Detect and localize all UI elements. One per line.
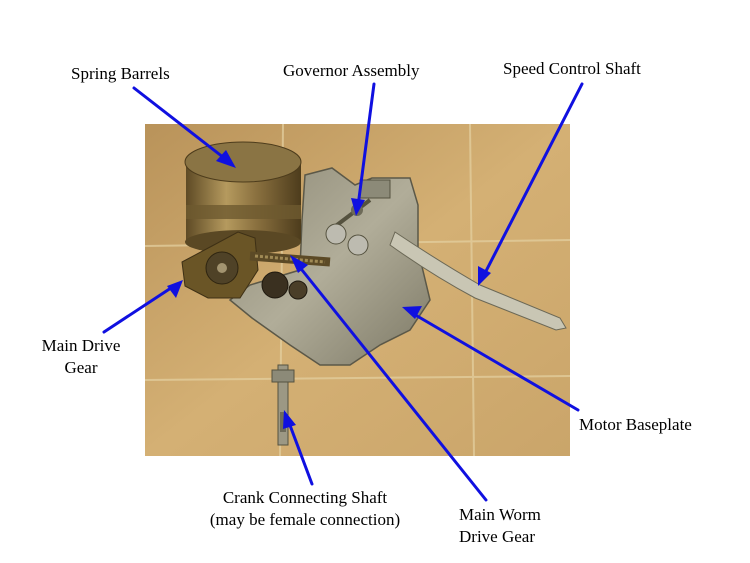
label-crank-shaft-line1: Crank Connecting Shaft — [222, 488, 388, 507]
main-drive-gear-shape — [181, 231, 259, 299]
label-spring-barrels: Spring Barrels — [71, 64, 170, 83]
label-speed-control-shaft: Speed Control Shaft — [503, 59, 641, 78]
arrow-main-worm-drive-gear — [296, 263, 488, 502]
callout-arrows — [102, 82, 584, 502]
label-governor-assembly: Governor Assembly — [283, 61, 420, 80]
arrowhead-governor-assembly — [351, 198, 365, 216]
speed-control-shaft-shape — [389, 231, 567, 331]
governor-assembly-shape — [325, 179, 391, 256]
arrowhead-speed-control-shaft — [478, 266, 491, 286]
arrow-main-drive-gear — [102, 284, 176, 334]
arrow-governor-assembly — [356, 82, 376, 208]
worm-drive-gear-shape — [249, 251, 331, 300]
label-main-drive-gear-line2: Gear — [64, 358, 98, 377]
arrow-crank-connecting-shaft — [286, 418, 314, 486]
label-main-drive-gear-line1: Main Drive — [41, 336, 121, 355]
arrowhead-main-drive-gear — [167, 280, 183, 298]
arrowhead-crank-connecting-shaft — [283, 410, 296, 429]
label-worm-gear-line1: Main Worm — [459, 505, 541, 524]
arrow-speed-control-shaft — [482, 82, 584, 277]
label-main-drive-gear: Main Drive Gear — [30, 335, 132, 379]
arrow-motor-baseplate — [410, 311, 580, 412]
crank-connecting-shaft-shape — [271, 364, 295, 446]
arrowhead-spring-barrels — [216, 150, 236, 168]
arrow-spring-barrels — [132, 86, 230, 163]
label-main-worm-drive-gear: Main Worm Drive Gear — [459, 504, 541, 548]
motor-baseplate-shape — [228, 167, 431, 366]
arrowhead-main-worm-drive-gear — [290, 255, 308, 273]
label-worm-gear-line2: Drive Gear — [459, 527, 535, 546]
arrowhead-motor-baseplate — [402, 306, 422, 319]
label-crank-shaft-line2: (may be female connection) — [209, 510, 401, 529]
label-motor-baseplate: Motor Baseplate — [579, 415, 692, 434]
label-crank-connecting-shaft: Crank Connecting Shaft (may be female co… — [180, 487, 430, 531]
